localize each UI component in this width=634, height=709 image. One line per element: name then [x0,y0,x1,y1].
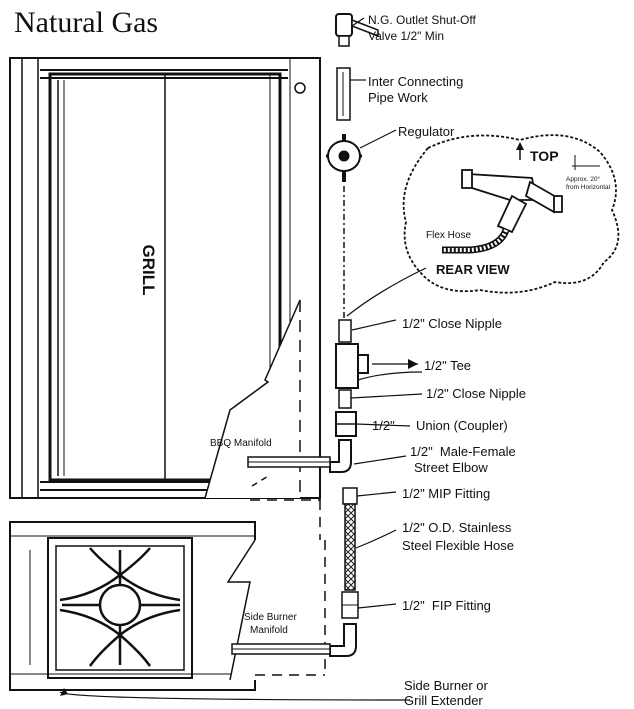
outlet-valve-label-1: N.G. Outlet Shut-Off [368,13,476,27]
extender-label-2: Grill Extender [404,693,483,708]
bbq-manifold-pipe [247,456,331,468]
mip-fitting [342,487,358,505]
outlet-valve-label-2: Valve 1/2" Min [368,29,445,43]
grill-label: GRILL [139,244,158,296]
close-nipple-bottom-label: 1/2" Close Nipple [426,386,527,401]
rear-view-angle-note-1: Approx. 20° [566,176,601,183]
union-label: Union (Coupler) [416,418,508,433]
mip-fitting-label: 1/2" MIP Fitting [402,486,491,501]
regulator-label: Regulator [398,124,455,139]
interconnecting-pipe [336,67,351,121]
pipe-work-label-2: Pipe Work [368,90,428,105]
side-manifold-label-1: Side Burner [244,612,297,623]
rear-view-flex-hose-label: Flex Hose [426,230,472,241]
hose-label-2: Steel Flexible Hose [402,538,514,553]
side-burner-unit [9,521,256,691]
union-size-label: 1/2" [372,418,395,433]
close-nipple-top-label: 1/2" Close Nipple [402,316,503,331]
rear-view-top-label: TOP [530,148,559,164]
rear-view-angle-note-2: from Horizontal [566,184,611,191]
fip-fitting [341,591,359,619]
union-coupler [335,411,357,437]
tee-fitting [335,343,369,389]
rear-view-caption: REAR VIEW [436,262,510,277]
rear-view-inset [402,134,620,294]
tee-label: 1/2" Tee [424,358,472,373]
pipe-work-label-1: Inter Connecting [368,74,464,89]
dashed-outline [250,490,321,600]
close-nipple-bottom [338,389,352,409]
extender-label-1: Side Burner or [404,678,488,693]
flexible-hose [344,503,356,591]
bbq-manifold-label: BBQ Manifold [210,438,272,449]
side-manifold-elbow [231,623,357,657]
fip-fitting-label: 1/2" FIP Fitting [402,598,491,613]
street-elbow [329,439,352,473]
side-manifold-label-2: Manifold [250,625,288,636]
leader-lines [59,17,427,701]
close-nipple-top [338,319,352,343]
diagram-title: Natural Gas [14,6,159,39]
hose-label-1: 1/2" O.D. Stainless [402,520,512,535]
street-elbow-label-2: Street Elbow [414,460,488,475]
regulator [326,134,362,182]
shutoff-valve [335,13,379,47]
street-elbow-label-1: 1/2" Male-Female [410,444,516,459]
cutaway-break [205,300,300,498]
